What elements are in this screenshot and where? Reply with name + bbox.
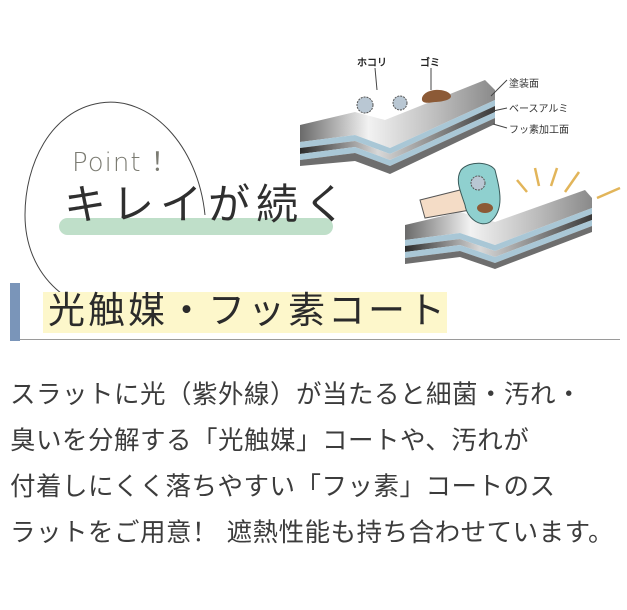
bottom-slab xyxy=(405,190,592,269)
layer-label-fluorine: フッ素加工面 xyxy=(509,123,569,136)
top-slab xyxy=(300,80,495,174)
title-highlight-bar xyxy=(59,218,333,235)
badge-title: キレイが続く xyxy=(64,180,353,229)
point-label: Point ！ xyxy=(72,148,178,178)
point-circle-decoration xyxy=(24,101,206,315)
shine-rays xyxy=(516,167,621,200)
description-line: ラットをご用意！ 遮熱性能も持ち合わせています。 xyxy=(10,518,615,548)
layer-label-aluminum: ベースアルミ xyxy=(509,103,568,115)
heading-underline xyxy=(20,339,620,340)
section-heading: 光触媒・フッ素コート xyxy=(48,289,448,332)
description-line: スラットに光（紫外線）が当たると細菌・汚れ・ xyxy=(10,380,583,410)
description-line: 臭いを分解する「光触媒」コートや、汚れが xyxy=(10,426,530,456)
germ-icons xyxy=(356,67,452,114)
hand-wiping-cloth xyxy=(419,162,501,225)
heading-accent-bar xyxy=(10,283,20,341)
coating-layers-illustration: ホコリ ゴミ 塗装面 ベースアルミ フッ素加工面 xyxy=(300,56,621,269)
description-line: 付着しにくく落ちやすい「フッ素」コートのス xyxy=(10,472,556,502)
dust-label: ホコリ xyxy=(357,57,387,69)
heading-highlight xyxy=(43,292,447,333)
dirt-label: ゴミ xyxy=(420,56,440,69)
description-paragraph: スラットに光（紫外線）が当たると細菌・汚れ・ 臭いを分解する「光触媒」コートや、… xyxy=(10,372,625,556)
layer-label-paint: 塗装面 xyxy=(509,77,539,90)
